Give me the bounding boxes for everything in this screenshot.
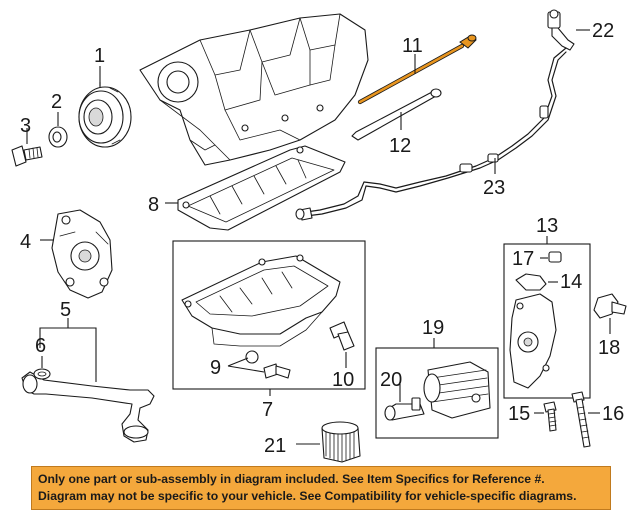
windage-tray xyxy=(177,145,346,231)
gasket xyxy=(515,273,547,291)
crank-bolt xyxy=(11,145,43,167)
cap-seal xyxy=(548,251,562,263)
callout-17: 17 xyxy=(512,248,534,270)
oil-dipstick xyxy=(357,34,477,105)
oil-pan-group-box xyxy=(172,240,366,390)
oil-filter xyxy=(321,421,361,463)
oil-pan xyxy=(181,254,341,347)
oil-cooler xyxy=(423,361,491,419)
callout-4: 4 xyxy=(20,231,31,253)
callout-6: 6 xyxy=(35,335,46,357)
callout-9: 9 xyxy=(210,357,221,379)
front-cover xyxy=(509,293,557,389)
sensor-line xyxy=(295,47,567,221)
callout-21: 21 xyxy=(264,435,286,457)
oil-cooler-group-box xyxy=(375,347,499,439)
callout-23: 23 xyxy=(483,177,505,199)
callout-11: 11 xyxy=(402,35,423,57)
callout-13: 13 xyxy=(536,215,558,237)
disclaimer-line-2: Diagram may not be specific to your vehi… xyxy=(38,489,577,503)
oil-pressure-sensor xyxy=(593,293,627,319)
callout-8: 8 xyxy=(148,194,159,216)
cooler-fitting xyxy=(384,397,425,421)
cover-bolt-long xyxy=(571,391,591,448)
pan-washer xyxy=(245,350,259,364)
callout-1: 1 xyxy=(94,45,105,67)
disclaimer-banner: Only one part or sub-assembly in diagram… xyxy=(31,466,611,510)
crankshaft-pulley xyxy=(78,86,132,148)
callout-2: 2 xyxy=(51,91,62,113)
drain-bolt xyxy=(329,321,355,351)
tube-fitting xyxy=(547,9,575,51)
callout-7: 7 xyxy=(262,399,273,421)
oil-pump xyxy=(51,209,113,299)
pan-bolt xyxy=(263,363,291,379)
callout-10: 10 xyxy=(332,369,354,391)
callout-3: 3 xyxy=(20,115,31,137)
dipstick-tube xyxy=(351,88,442,141)
callout-14: 14 xyxy=(560,271,582,293)
cover-bolt-short xyxy=(543,401,557,432)
oil-pickup-tube xyxy=(21,371,155,443)
callout-16: 16 xyxy=(602,403,624,425)
callout-15: 15 xyxy=(508,403,530,425)
callout-5: 5 xyxy=(60,299,71,321)
o-ring xyxy=(33,368,51,380)
washer xyxy=(48,126,68,148)
leader-9 xyxy=(227,357,265,373)
disclaimer-line-1: Only one part or sub-assembly in diagram… xyxy=(38,472,545,486)
callout-19: 19 xyxy=(422,317,444,339)
callout-12: 12 xyxy=(389,135,411,157)
callout-18: 18 xyxy=(598,337,620,359)
callout-22: 22 xyxy=(592,20,614,42)
callout-20: 20 xyxy=(380,369,402,391)
engine-block xyxy=(139,13,369,166)
